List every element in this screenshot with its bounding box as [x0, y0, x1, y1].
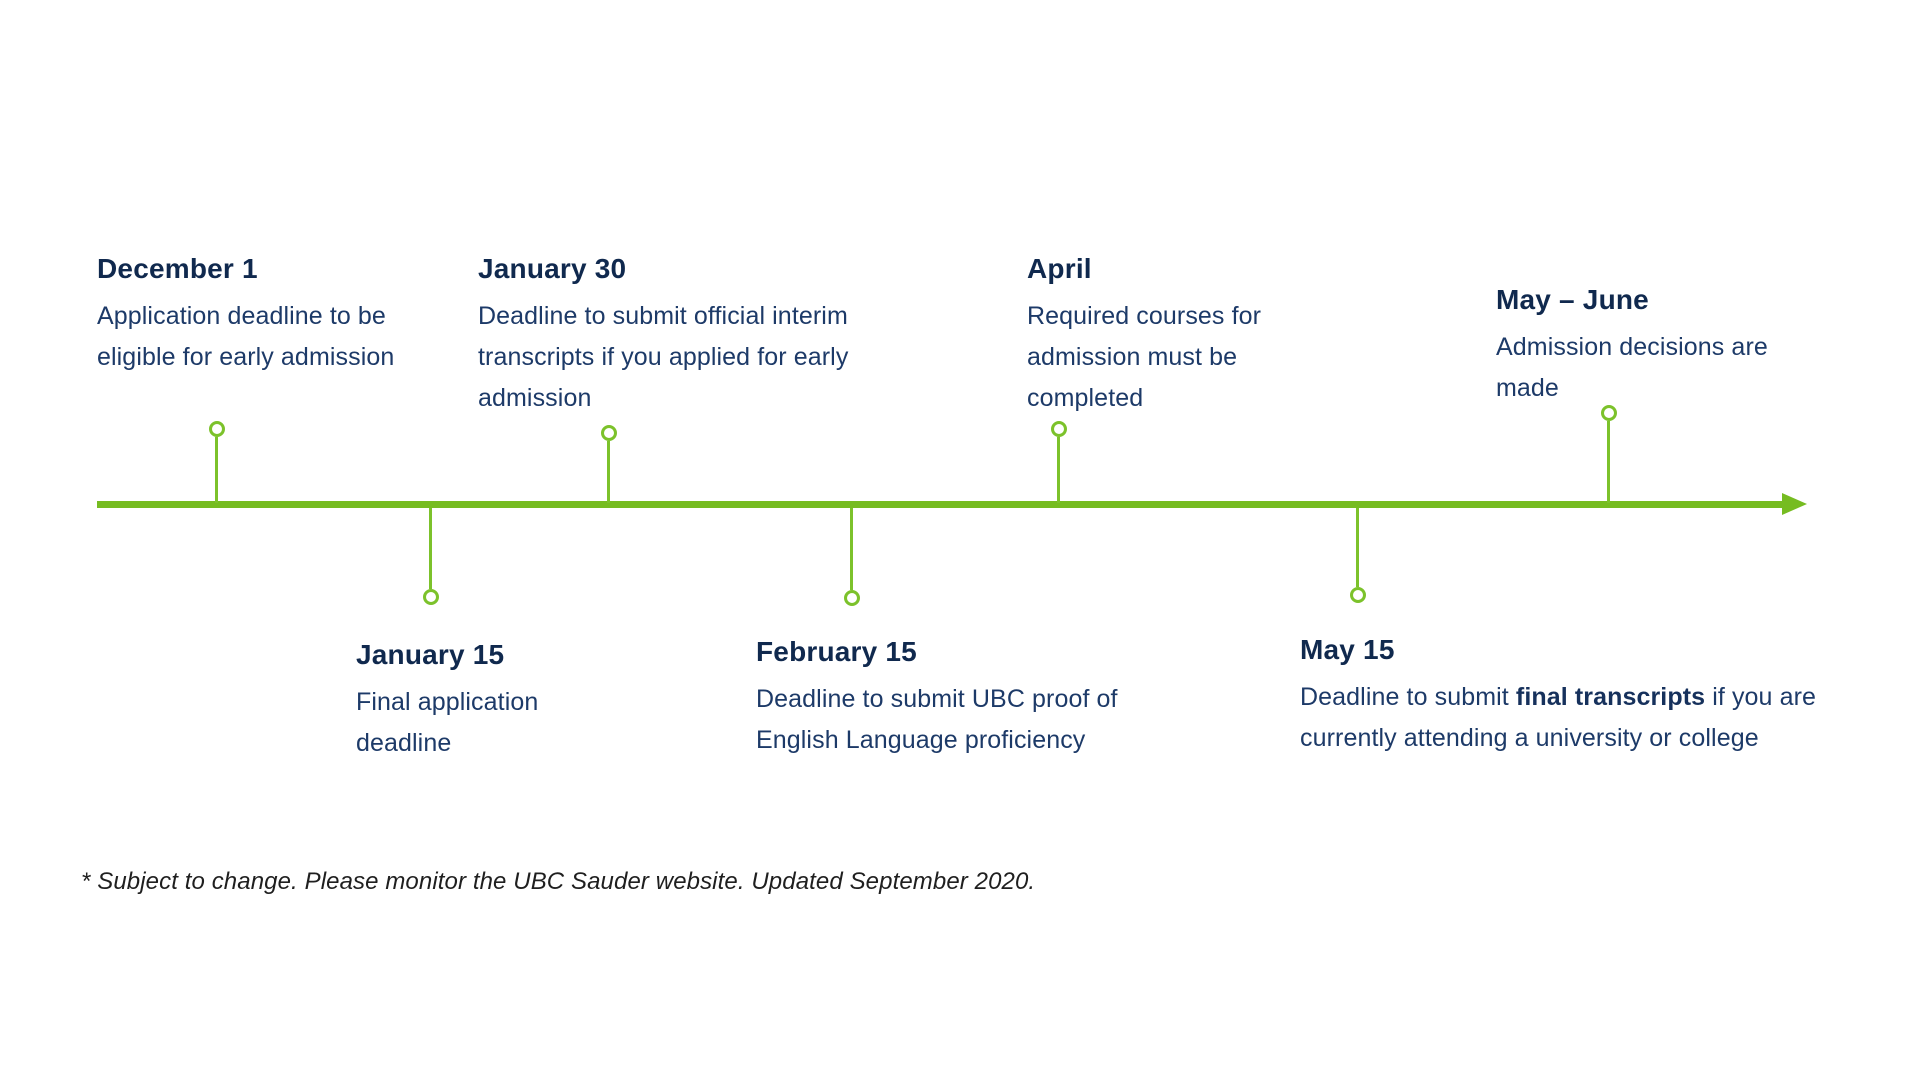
timeline-node-circle — [423, 589, 439, 605]
event-date: January 15 — [356, 639, 505, 670]
timeline-node-circle — [1601, 405, 1617, 421]
timeline-node-circle — [1350, 587, 1366, 603]
event-description: Deadline to submit official interim tran… — [478, 301, 849, 413]
event-date: May – June — [1496, 284, 1649, 315]
timeline-event-december-1: December 1 Application deadline to be el… — [97, 250, 397, 378]
event-date: May 15 — [1300, 634, 1395, 665]
event-description: Deadline to submit final transcripts if … — [1300, 677, 1890, 760]
timeline-node-circle — [209, 421, 225, 437]
timeline-connector — [1607, 421, 1610, 503]
event-description-bold: final transcripts — [1515, 682, 1706, 711]
timeline-event-january-15: January 15 Final application deadline — [356, 636, 596, 764]
event-date: February 15 — [756, 636, 917, 667]
timeline-event-february-15: February 15 Deadline to submit UBC proof… — [756, 633, 1176, 761]
timeline-connector — [429, 508, 432, 589]
event-description: Final application deadline — [356, 687, 539, 758]
footnote: * Subject to change. Please monitor the … — [81, 868, 1036, 895]
event-description: Required courses for admission must be c… — [1027, 301, 1262, 413]
timeline-node-circle — [601, 425, 617, 441]
timeline-connector — [1057, 437, 1060, 503]
timeline-event-may-june: May – June Admission decisions are made — [1496, 281, 1836, 409]
event-description: Deadline to submit UBC proof of English … — [756, 684, 1118, 755]
timeline-connector — [215, 437, 218, 503]
event-description-prefix: Deadline to submit — [1300, 682, 1516, 711]
event-description: Application deadline to be eligible for … — [97, 301, 395, 372]
timeline-axis — [97, 501, 1787, 508]
timeline-event-april: April Required courses for admission mus… — [1027, 250, 1317, 420]
timeline-node-circle — [844, 590, 860, 606]
timeline-arrow-icon — [1782, 493, 1807, 515]
timeline-event-may-15: May 15 Deadline to submit final transcri… — [1300, 631, 1890, 759]
event-date: January 30 — [478, 253, 627, 284]
event-description: Admission decisions are made — [1496, 332, 1768, 403]
event-description-suffix: if you are currently attending a univers… — [1300, 682, 1817, 753]
timeline-connector — [607, 441, 610, 503]
timeline-connector — [850, 508, 853, 590]
timeline-event-january-30: January 30 Deadline to submit official i… — [478, 250, 943, 420]
event-date: December 1 — [97, 253, 258, 284]
timeline-node-circle — [1051, 421, 1067, 437]
event-date: April — [1027, 253, 1092, 284]
timeline-connector — [1356, 508, 1359, 587]
